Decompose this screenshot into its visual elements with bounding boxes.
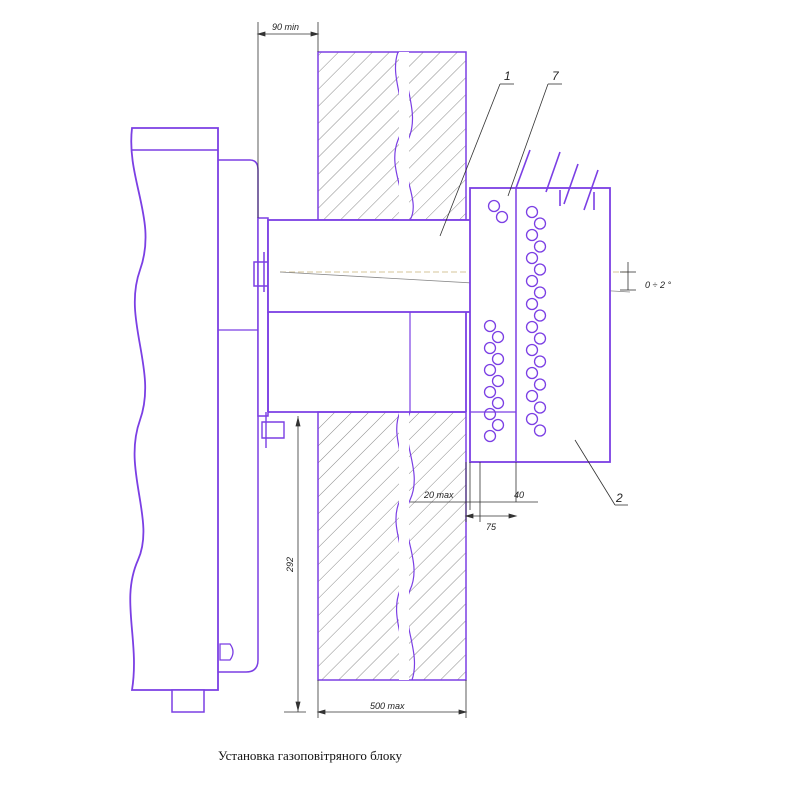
callout-pipe: 1	[504, 69, 511, 83]
dimension-lines	[256, 22, 636, 718]
coil-loop	[483, 385, 497, 399]
boiler-back-panel	[218, 159, 259, 673]
boiler-housing	[129, 127, 219, 691]
coil-loop	[525, 343, 539, 357]
coil-loop	[525, 320, 539, 334]
coil-loop	[483, 363, 497, 377]
coil-loop	[525, 297, 539, 311]
outer-terminal	[469, 149, 611, 463]
dim-wall-thickness: 500 max	[370, 701, 405, 711]
coil-loop	[491, 418, 505, 432]
coil-loop	[525, 274, 539, 288]
dim-top-gap: 90 min	[272, 22, 299, 32]
wall-upper-section	[317, 51, 467, 221]
dim-height: 292	[285, 557, 295, 573]
coil-loop	[483, 341, 497, 355]
dim-inner-offset: 40	[514, 490, 524, 500]
dim-outer-gap: 20 max	[423, 490, 454, 500]
coil-loop	[487, 199, 501, 213]
coil-loop	[533, 332, 547, 345]
wall	[317, 51, 467, 681]
boiler-bottom-fitting	[171, 689, 205, 713]
coil-loop	[483, 429, 497, 443]
coil-loop	[491, 352, 505, 366]
terminal-box	[469, 187, 611, 463]
coil-loop	[525, 228, 539, 242]
coil-loop	[525, 412, 539, 426]
coil-loop	[533, 378, 547, 391]
coil-loop	[533, 401, 547, 414]
coil-left	[483, 199, 509, 443]
coil-loop	[525, 205, 539, 219]
drawing-caption: Установка газоповітряного блоку	[217, 748, 403, 763]
coil-loop	[525, 389, 539, 403]
coil-loop	[483, 319, 497, 333]
coil-loop	[525, 366, 539, 380]
callout-terminal: 2	[615, 491, 623, 505]
mounting-plate	[257, 217, 269, 417]
coil-loop	[491, 396, 505, 410]
callout-bracket: 7	[552, 69, 560, 83]
coil-loop	[533, 286, 547, 299]
dim-terminal-depth: 75	[486, 522, 497, 532]
coil-loop	[533, 309, 547, 322]
coil-loop	[525, 251, 539, 265]
coil-loop	[483, 407, 497, 421]
coil-loop	[533, 217, 547, 230]
coil-loop	[533, 240, 547, 253]
coil-loop	[533, 355, 547, 368]
wall-lower-section	[317, 411, 467, 681]
lower-bracket	[261, 412, 285, 448]
coil-loop	[533, 424, 547, 437]
coil-right	[525, 205, 547, 437]
boiler-body	[129, 127, 285, 713]
coil-loop	[491, 374, 505, 388]
dim-slope: 0 ÷ 2 °	[645, 280, 671, 290]
coil-loop	[491, 330, 505, 344]
coil-loop	[533, 263, 547, 276]
boiler-side-knob	[219, 643, 234, 661]
coil-loop	[495, 210, 509, 224]
terminal-louvres	[515, 149, 599, 211]
